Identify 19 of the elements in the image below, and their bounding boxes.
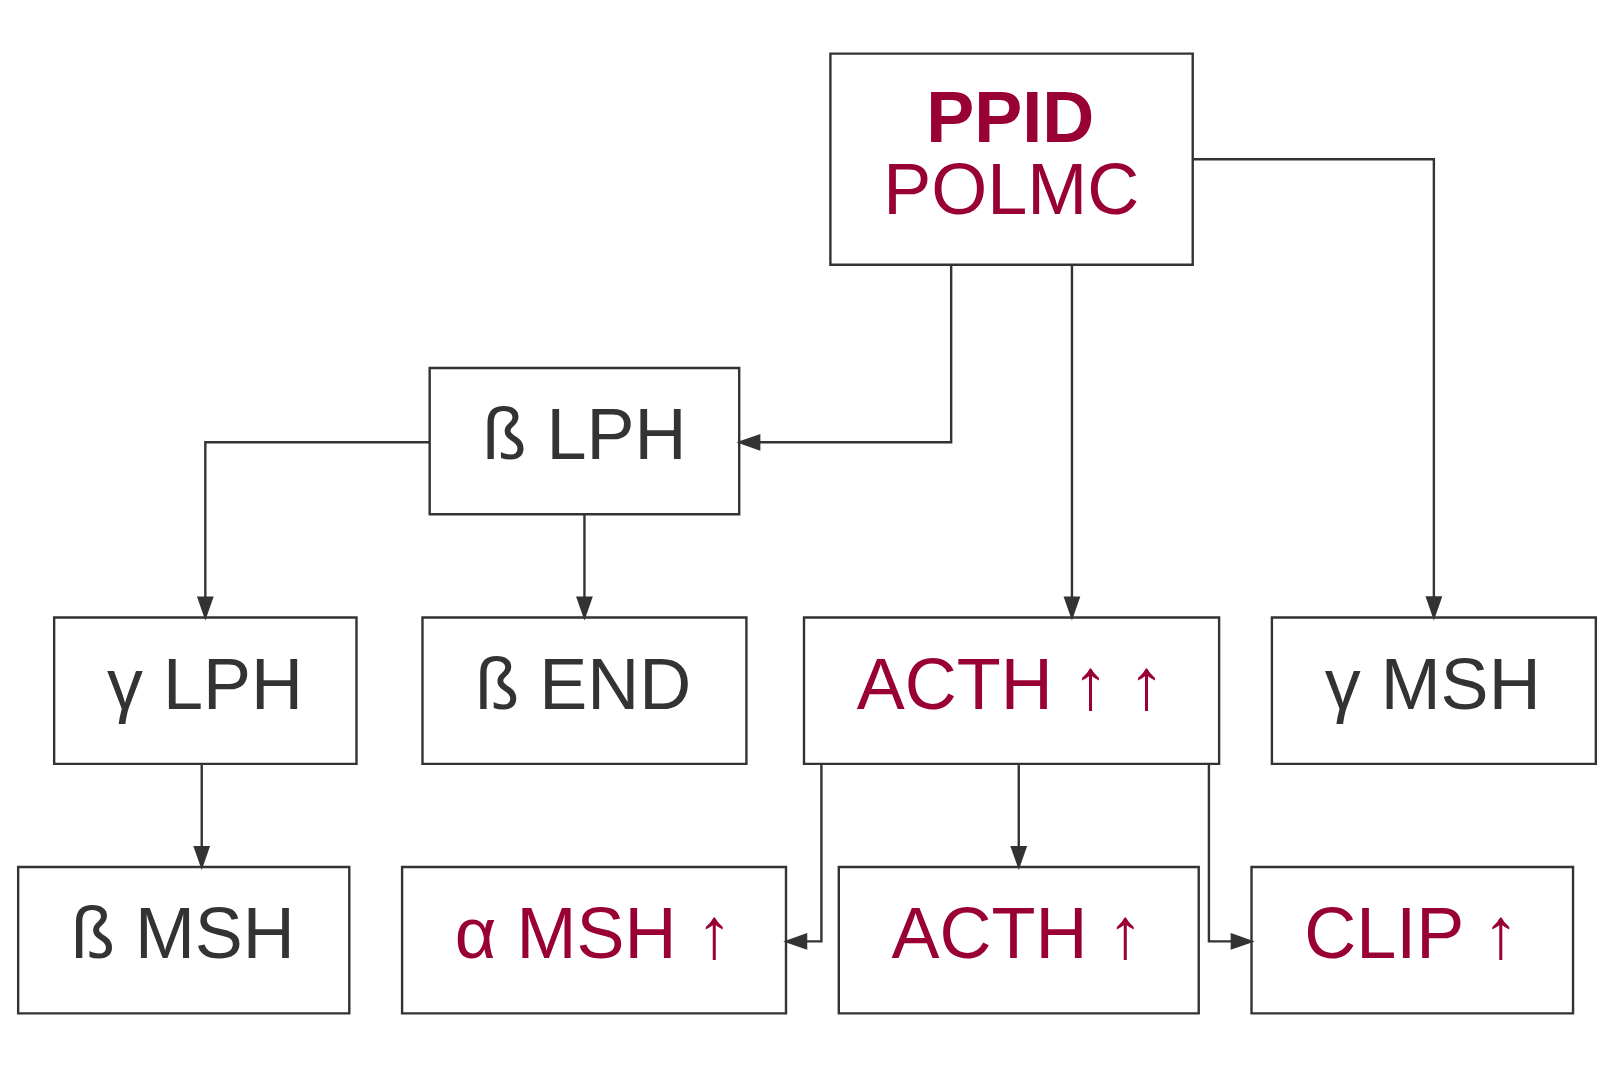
node-box: ß END [421,615,748,765]
arrow [1193,157,1443,620]
node-box: CLIP ↑ [1250,865,1575,1015]
arrow [783,763,823,950]
arrow [736,264,953,451]
node-box: ACTH ↑ [837,865,1200,1015]
node-box: PPID POLMC [829,51,1194,266]
node-box: ß LPH [428,366,741,515]
arrow [196,440,430,620]
node-box: γ LPH [52,615,358,765]
arrow [1010,763,1028,870]
arrow [193,763,211,870]
node-box: γ MSH [1270,615,1598,765]
arrow [1063,264,1081,620]
node-box: ACTH ↑ ↑ [802,615,1221,765]
arrow [1207,763,1255,950]
node-box: ß MSH [16,865,351,1015]
arrow [576,514,593,620]
node-box: α MSH ↑ [400,865,788,1015]
